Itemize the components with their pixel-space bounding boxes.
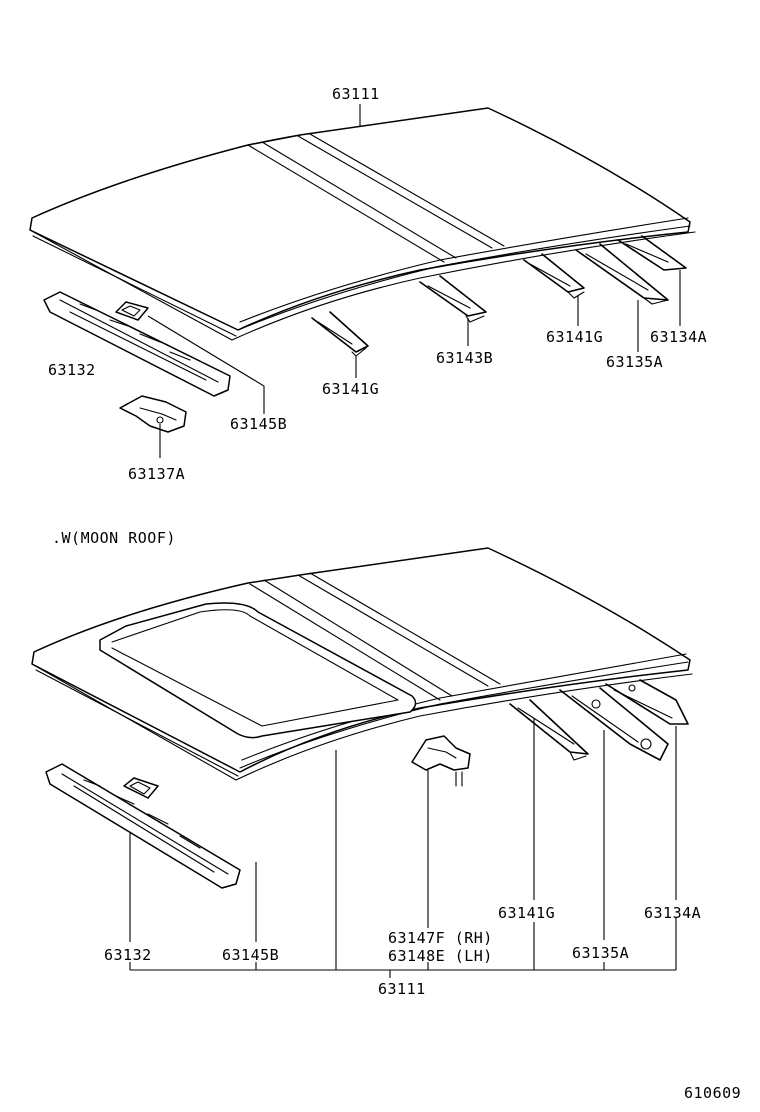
moon-roof-caption: .W(MOON ROOF) bbox=[52, 529, 176, 547]
label-63137A: 63137A bbox=[128, 465, 185, 483]
label-63145B-moon: 63145B bbox=[222, 946, 279, 964]
leader-63111-bracket bbox=[129, 918, 677, 978]
label-63132-moon: 63132 bbox=[104, 946, 152, 964]
label-63143B: 63143B bbox=[436, 349, 493, 367]
roof-panel-top bbox=[29, 107, 696, 341]
label-63111-top: 63111 bbox=[332, 85, 380, 103]
reinforcement-63145B-top bbox=[115, 301, 149, 321]
roof-bow-63141G-moon bbox=[509, 699, 589, 761]
top-assembly: 63111 63132 63145B 63137A 63141G 63143B … bbox=[29, 85, 707, 483]
label-63134A-moon: 63134A bbox=[644, 904, 701, 922]
roof-bow-63141G-right bbox=[523, 253, 585, 299]
roof-rail-rear-63134A bbox=[617, 235, 687, 271]
roof-rail-rear-63134A-moon bbox=[605, 679, 689, 725]
label-63147F: 63147F (RH) bbox=[388, 929, 493, 947]
front-rail-63132-top bbox=[43, 291, 231, 397]
label-63135A-moon: 63135A bbox=[572, 944, 629, 962]
label-63134A-top: 63134A bbox=[650, 328, 707, 346]
label-63135A-top: 63135A bbox=[606, 353, 663, 371]
label-63111-moon: 63111 bbox=[378, 980, 426, 998]
roof-panel-moon bbox=[31, 547, 693, 781]
label-63141G-right: 63141G bbox=[546, 328, 603, 346]
reinforcement-63145B-moon bbox=[123, 777, 159, 799]
label-63145B-top: 63145B bbox=[230, 415, 287, 433]
moon-roof-assembly: .W(MOON ROOF) bbox=[31, 529, 701, 998]
roof-rail-rear-inner-63135A-moon bbox=[559, 687, 669, 761]
bracket-63147F-63148E bbox=[411, 735, 471, 787]
label-63148E: 63148E (LH) bbox=[388, 947, 493, 965]
label-63141G-left: 63141G bbox=[322, 380, 379, 398]
label-63141G-moon: 63141G bbox=[498, 904, 555, 922]
roof-bow-63141G-left bbox=[311, 311, 369, 357]
figure-id: 610609 bbox=[684, 1084, 741, 1102]
leader-63145B-top bbox=[147, 315, 265, 414]
roof-rail-rear-inner-63135A bbox=[575, 243, 669, 305]
front-rail-63132-moon bbox=[45, 763, 241, 889]
roof-bow-63143B bbox=[419, 275, 487, 323]
label-63132-top: 63132 bbox=[48, 361, 96, 379]
bracket-63137A bbox=[119, 395, 187, 433]
